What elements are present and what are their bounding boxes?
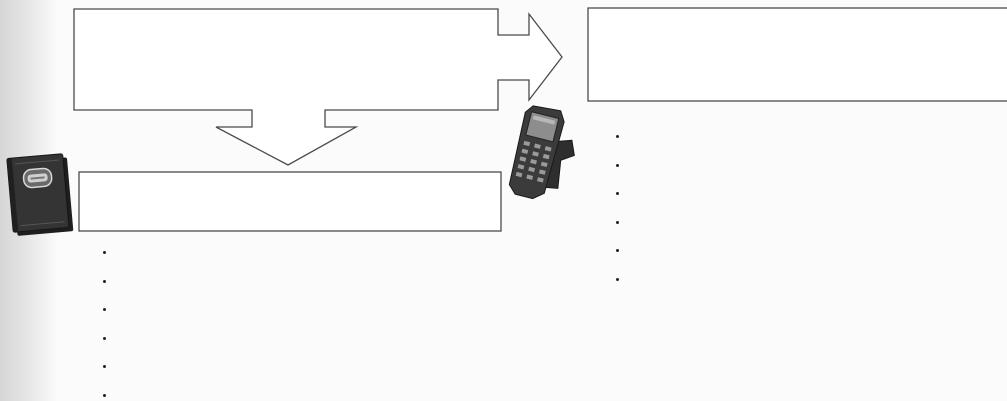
bullet-dot [103,279,106,283]
bullet-dot [103,308,106,311]
bullet-dot [616,277,619,281]
bullet-dot [103,251,106,254]
bullet-dot [616,135,619,138]
right-box [587,7,1007,102]
notebook-icon [6,153,74,236]
top-process-arrow [73,8,563,166]
bullet-dot [616,192,619,195]
bullet-dot [103,336,106,340]
bullet-dot [616,220,619,224]
bullet-dot [616,163,619,167]
bullet-dot [616,249,619,252]
left-box [78,171,502,232]
bullet-dot [103,365,106,368]
handheld-barcode-scanner-icon [508,105,575,200]
bullet-dot [103,393,106,397]
